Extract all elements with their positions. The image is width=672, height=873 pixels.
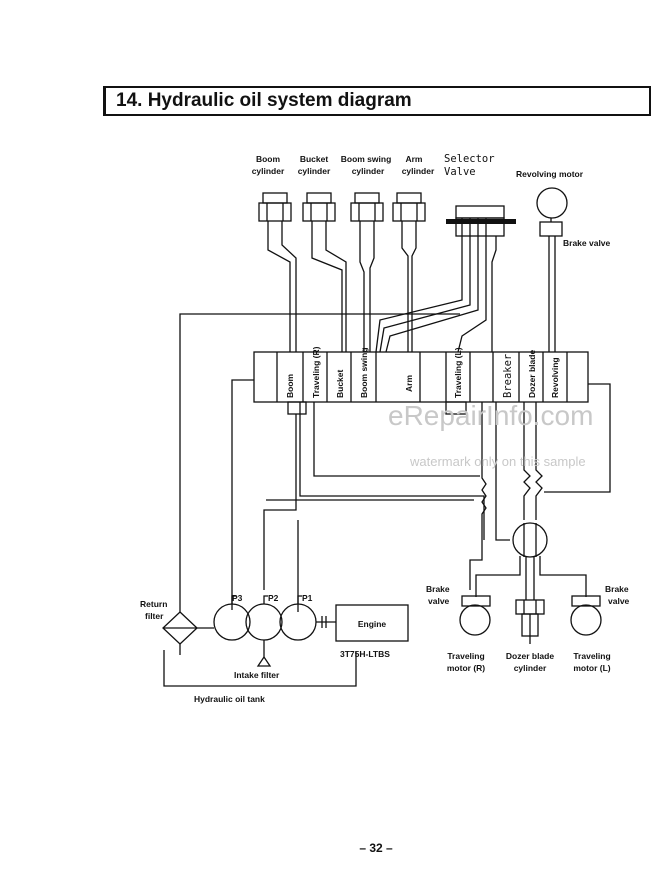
dozer-blade-cylinder-label-1: Dozer blade: [506, 651, 554, 661]
engine-label: Engine: [358, 619, 387, 629]
brake-valve-right-symbol: [571, 595, 601, 607]
brake-valve-left-symbol: [461, 595, 491, 607]
oil-tank-symbol: [163, 650, 357, 687]
boom-cylinder-label-2: cylinder: [252, 166, 285, 176]
title-box: 14. Hydraulic oil system diagram: [103, 86, 651, 116]
valve-section-arm: Arm: [404, 375, 414, 392]
revolving-motor-label: Revolving motor: [516, 169, 584, 179]
boom-cylinder-label-1: Boom: [256, 154, 281, 164]
bucket-cylinder-label-1: Bucket: [300, 154, 329, 164]
traveling-motor-r-label-2: motor (R): [447, 663, 485, 673]
engine-symbol: [335, 604, 409, 642]
swing-cylinder-label-2: cylinder: [352, 166, 385, 176]
return-filter-label-2: filter: [145, 611, 164, 621]
pump-p3-label: P3: [232, 593, 243, 603]
valve-section-traveling-r: Traveling (R): [311, 346, 321, 398]
engine-model-label: 3T75H-LTBS: [340, 649, 390, 659]
dozer-blade-cylinder-symbol: [515, 599, 545, 644]
return-filter-label-1: Return: [140, 599, 167, 609]
diagram-labels: Boom cylinder Bucket cylinder Boom swing…: [140, 153, 630, 704]
traveling-motor-r-symbol: [459, 604, 491, 636]
brake-valve-right-label-2: valve: [608, 596, 630, 606]
oil-tank-label: Hydraulic oil tank: [194, 694, 265, 704]
valve-section-traveling-l: Traveling (L): [453, 347, 463, 398]
pump-p2-symbol: [245, 603, 283, 641]
control-valve-block: [253, 351, 589, 415]
arm-cylinder-label-1: Arm: [405, 154, 422, 164]
pump-p2-label: P2: [268, 593, 279, 603]
arm-cylinder-label-2: cylinder: [402, 166, 435, 176]
pump-p1-label: P1: [302, 593, 313, 603]
swing-cylinder-symbol: [350, 192, 384, 228]
page-number: – 32 –: [359, 841, 393, 855]
selector-valve-label-1: Selector: [444, 153, 495, 165]
brake-valve-left-label-2: valve: [428, 596, 450, 606]
boom-cylinder-symbol: [258, 192, 292, 228]
dozer-blade-cylinder-label-2: cylinder: [514, 663, 547, 673]
traveling-motor-l-label-1: Traveling: [573, 651, 610, 661]
valve-section-dozer-blade: Dozer blade: [527, 350, 537, 398]
brake-valve-left-label-1: Brake: [426, 584, 450, 594]
circuit-lines: [162, 187, 611, 687]
bucket-cylinder-label-2: cylinder: [298, 166, 331, 176]
valve-section-boom-swing: Boom swing: [359, 347, 369, 398]
intake-filter-label: Intake filter: [234, 670, 280, 680]
traveling-motor-r-label-1: Traveling: [447, 651, 484, 661]
traveling-motor-l-symbol: [570, 604, 602, 636]
swivel-joint-symbol: [512, 522, 548, 558]
bucket-cylinder-symbol: [302, 192, 336, 228]
brake-valve-top-label: Brake valve: [563, 238, 611, 248]
brake-valve-right-label-1: Brake: [605, 584, 629, 594]
valve-section-breaker: Breaker: [502, 354, 514, 398]
revolving-motor-symbol: [536, 187, 568, 219]
brake-valve-top-symbol: [539, 221, 563, 237]
selector-valve-label-2: Valve: [444, 166, 476, 178]
valve-section-bucket: Bucket: [335, 369, 345, 398]
watermark-site: eRepairInfo.com: [388, 400, 593, 431]
page-title: 14. Hydraulic oil system diagram: [116, 90, 412, 111]
swing-cylinder-label-1: Boom swing: [341, 154, 392, 164]
traveling-motor-l-label-2: motor (L): [573, 663, 610, 673]
valve-section-revolving: Revolving: [550, 357, 560, 398]
valve-section-labels: Boom Traveling (R) Bucket Boom swing Arm…: [285, 346, 560, 398]
watermark-note: watermark only on this sample: [409, 454, 586, 469]
valve-section-boom: Boom: [285, 373, 295, 398]
arm-cylinder-symbol: [392, 192, 426, 228]
